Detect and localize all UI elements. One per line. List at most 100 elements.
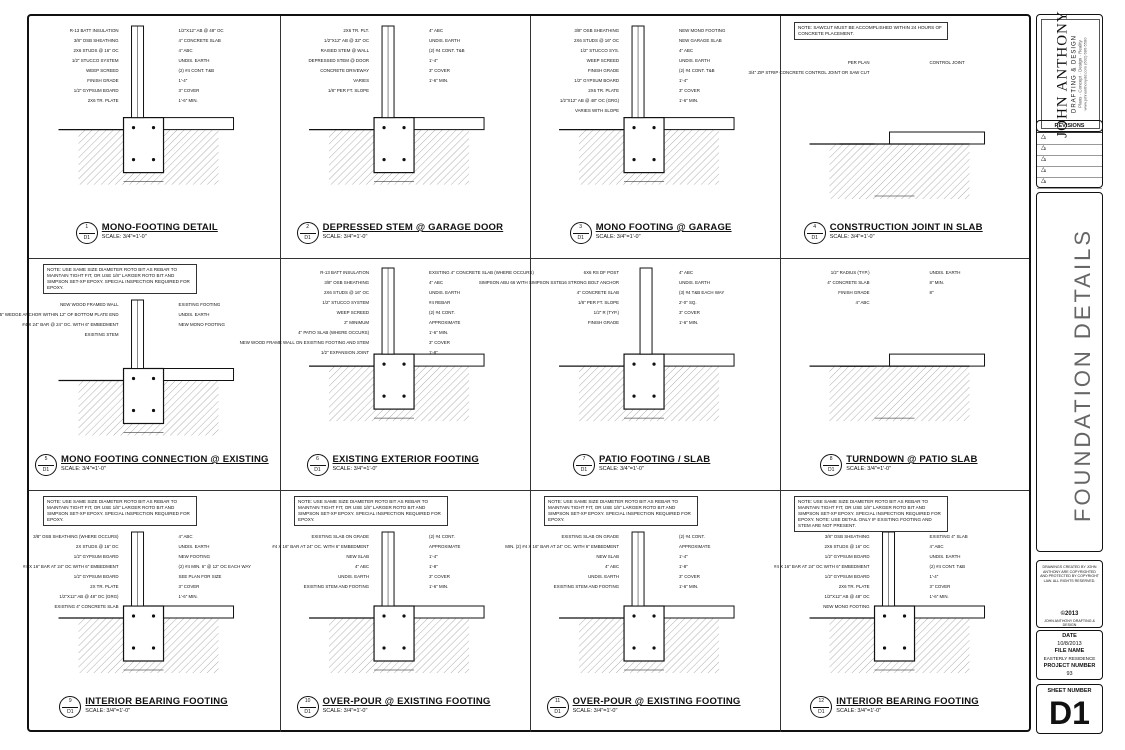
callout-label: APPROXIMATE — [679, 544, 711, 549]
detail-title-block: 7 D1 PATIO FOOTING / SLAB SCALE: 3/4"=1'… — [530, 454, 778, 480]
date-value: 10/8/2013 — [1057, 641, 1082, 647]
concrete-footing — [122, 116, 165, 174]
callout-label: 1'-4" — [929, 574, 939, 579]
callout-label: 4" ABC — [429, 280, 444, 285]
project-label: PROJECT NUMBER — [1043, 663, 1096, 669]
callout-label: 1'-6" MIN. — [679, 320, 699, 325]
callout-label: 1'-6" MIN. — [929, 594, 949, 599]
sheet-number: D1 — [1049, 695, 1090, 731]
bubble-divider — [576, 465, 592, 466]
detail-number: 9 — [68, 698, 72, 704]
detail-scale: SCALE: 3/4"=1'-0" — [322, 708, 368, 714]
callout-label: 4" CONCRETE SLAB — [576, 290, 620, 295]
rebar-dot — [151, 376, 156, 381]
detail-title: CONSTRUCTION JOINT IN SLAB — [829, 222, 983, 233]
concrete-footing — [623, 353, 665, 410]
detail-callout-bubble: 1 D1 — [75, 222, 98, 244]
callout-label: PER PLAN — [847, 60, 870, 65]
callout-label: 4" CONCRETE SLAB — [827, 280, 870, 285]
detail-callout-bubble: 7 D1 — [573, 454, 595, 476]
detail-title-block: 1 D1 MONO-FOOTING DETAIL SCALE: 3/4"=1'-… — [29, 222, 278, 248]
grid-row-divider — [29, 258, 1029, 259]
callout-label: 1'-6" MIN. — [429, 78, 449, 83]
rebar-dot — [402, 614, 406, 618]
callout-label: 1/2" STUCCO SYSTEM — [71, 58, 119, 63]
revision-number: 2 — [1044, 147, 1046, 151]
detail-scale: SCALE: 3/4"=1'-0" — [846, 466, 892, 472]
callout-label: UNDIS. EARTH — [929, 270, 961, 275]
detail-callout-bubble: 10 D1 — [296, 696, 319, 718]
copyright-owner: JOHN ANTHONY DRAFTING & DESIGN — [1044, 619, 1095, 627]
callout-label: 1/2" GYPSUM BOARD — [824, 554, 870, 559]
post — [639, 267, 653, 355]
detail-sheet-ref: D1 — [42, 467, 50, 473]
concrete-footing — [873, 605, 916, 662]
callout-label: (2) #4 MIN. 6" @ 12" OC EACH WAY — [178, 564, 251, 569]
callout-label: 2x6 TR. PLT. — [343, 28, 370, 33]
callout-label: (2) #4 CONT. — [429, 310, 455, 315]
callout-label: NEW WOOD FRAME WALL ON EXISTING FOOTING … — [239, 340, 370, 345]
callout-label: APPROXIMATE — [429, 320, 461, 325]
detail-callout-bubble: 4 D1 — [803, 222, 826, 244]
grid-col-divider — [280, 16, 281, 732]
revision-number: 3 — [1044, 158, 1046, 162]
revision-triangle-icon: △ — [1041, 134, 1046, 140]
revision-number: 4 — [1044, 169, 1046, 173]
grid-col-divider — [780, 16, 781, 732]
concrete-footing — [373, 353, 415, 410]
callout-label: EXISTING SLAB ON GRADE — [561, 534, 620, 539]
callout-label: R-13 BATT INSULATION — [320, 270, 370, 275]
detail-number: 3 — [579, 224, 583, 230]
callout-label: MIN. (2) #4 x 16" BAR AT 24" OC. WITH 6"… — [505, 544, 620, 549]
callout-label: R-13 BATT INSULATION — [69, 28, 119, 33]
detail-scale: SCALE: 3/4"=1'-0" — [829, 234, 875, 240]
callout-label: (3) #4 T&B EACH WAY — [679, 290, 725, 295]
callout-label: 1/2" R (TYP.) — [593, 310, 620, 315]
callout-label: 2x6 TR. PLATE — [87, 98, 119, 103]
detail-number: 4 — [813, 224, 817, 230]
callout-label: UNDIS. EARTH — [338, 574, 370, 579]
bubble-divider — [38, 465, 54, 466]
detail-title-block: 8 D1 TURNDOWN @ PATIO SLAB SCALE: 3/4"=1… — [780, 454, 1029, 480]
detail-drawing — [559, 25, 735, 185]
bubble-divider — [549, 707, 566, 708]
bubble-divider — [806, 233, 823, 234]
callout-label: 4" ABC — [679, 270, 694, 275]
rebar-dot — [652, 126, 656, 130]
rebar-dot — [131, 158, 136, 162]
rebar-dot — [131, 614, 136, 618]
detail-drawing — [809, 353, 986, 422]
callout-label: 4" ABC — [355, 564, 370, 569]
detail-scale: SCALE: 3/4"=1'-0" — [61, 466, 106, 472]
callout-label: 1/2"x12" AB @ 48" OC (GRG) — [559, 98, 620, 103]
callout-label: #4 REBAR — [429, 300, 451, 305]
callout-label: 3" COVER — [178, 584, 200, 589]
callout-label: 2'-0" SQ. — [679, 300, 697, 305]
callout-label: #4 x 16" BAR AT 24" OC WITH 6" EMBEDMENT — [23, 564, 119, 569]
callout-label: 1'-6" MIN. — [679, 584, 699, 589]
bubble-divider — [62, 707, 79, 708]
detail-title-block: 12 D1 INTERIOR BEARING FOOTING SCALE: 3/… — [780, 696, 1029, 722]
rebar-dot — [652, 646, 656, 650]
concrete-footing — [623, 116, 665, 174]
detail-callout-bubble: 9 D1 — [59, 696, 82, 718]
callout-label: (2) #4 CONT. T&B — [679, 68, 715, 73]
concrete-slab — [889, 131, 986, 145]
detail-scale: SCALE: 3/4"=1'-0" — [322, 234, 368, 240]
detail-title-block: 9 D1 INTERIOR BEARING FOOTING SCALE: 3/4… — [29, 696, 278, 722]
detail-title-block: 4 D1 CONSTRUCTION JOINT IN SLAB SCALE: 3… — [780, 222, 1029, 248]
rebar-dot — [882, 614, 887, 618]
callout-label: (2) #4 CONT. T&B — [929, 564, 966, 569]
detail-note: NOTE: USE SAME SIZE DIAMETER ROTO BIT AS… — [294, 496, 448, 526]
callout-label: (2) #4 CONT. — [679, 534, 705, 539]
copyright-note: DRAWINGS CREATED BY JOHN ANTHONY ARE COP… — [1040, 565, 1099, 583]
callout-label: 1'-6" MIN. — [429, 330, 449, 335]
callout-label: 2x6 STUDS @ 16" OC — [73, 48, 119, 53]
callout-label: #4 x 16" BAR AT 24" OC. WITH 6" EMBEDMEN… — [272, 544, 370, 549]
revision-row: △3 — [1037, 155, 1102, 167]
detail-9: NOTE: USE SAME SIZE DIAMETER ROTO BIT AS… — [23, 490, 278, 730]
drawing-sheet-border — [27, 14, 1031, 732]
